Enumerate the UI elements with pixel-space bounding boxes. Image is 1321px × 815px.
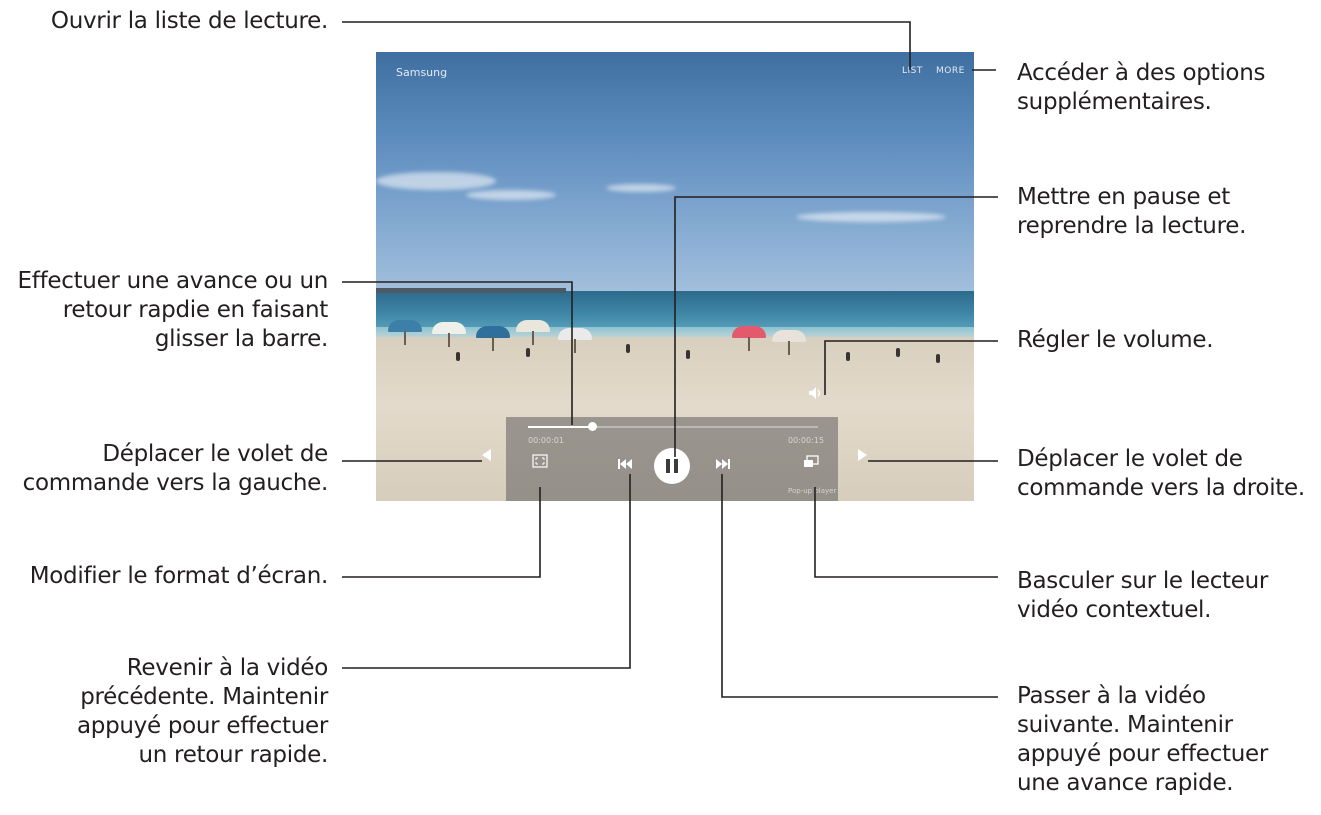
cloud <box>796 212 946 222</box>
callout-pause-resume: Mettre en pause et reprendre la lecture. <box>1017 184 1247 239</box>
umbrella <box>516 320 550 345</box>
previous-icon[interactable] <box>618 459 632 469</box>
screen-ratio-icon[interactable] <box>532 454 548 468</box>
callout-seek: Effectuer une avance ou un retour rapdie… <box>17 268 329 352</box>
elapsed-time: 00:00:01 <box>528 436 564 445</box>
more-button[interactable]: MORE <box>936 66 965 76</box>
cloud <box>466 190 556 200</box>
callout-next: Passer à la vidéo suivante. Maintenir ap… <box>1017 683 1269 796</box>
beachgoer <box>526 348 530 357</box>
leader-next <box>721 474 998 698</box>
progress-bar[interactable] <box>528 422 818 431</box>
cloud <box>376 172 496 190</box>
popup-player-icon[interactable] <box>803 455 819 468</box>
callout-ratio: Modifier le format d’écran. <box>29 563 329 589</box>
umbrella <box>732 326 766 351</box>
popup-player-label: Pop-up player <box>788 487 837 495</box>
panel-left-arrow-icon[interactable] <box>482 449 491 461</box>
volume-icon[interactable] <box>808 386 824 400</box>
callout-panel-right: Déplacer le volet de commande vers la dr… <box>1017 446 1305 501</box>
next-icon[interactable] <box>716 459 730 469</box>
callout-previous: Revenir à la vidéo précédente. Maintenir… <box>76 655 328 768</box>
panel-right-arrow-icon[interactable] <box>858 449 867 461</box>
cloud <box>606 184 676 192</box>
callout-popup: Basculer sur le lecteur vidéo contextuel… <box>1017 568 1269 623</box>
beachgoer <box>896 348 900 357</box>
umbrella <box>476 326 510 351</box>
callout-volume: Régler le volume. <box>1017 327 1214 353</box>
video-screen[interactable]: Samsung LIST MORE 00:00:01 00:00:15 <box>376 52 974 501</box>
beachgoer <box>626 344 630 353</box>
umbrella <box>388 320 422 345</box>
beachgoer <box>846 352 850 361</box>
umbrella <box>558 328 592 353</box>
video-title: Samsung <box>396 66 448 79</box>
pause-button[interactable] <box>654 448 690 484</box>
beachgoer <box>456 352 460 361</box>
progress-handle[interactable] <box>587 422 597 431</box>
progress-fill <box>528 426 592 428</box>
control-panel: 00:00:01 00:00:15 Pop-up player <box>506 417 838 501</box>
remaining-time: 00:00:15 <box>788 436 824 445</box>
jetty <box>376 288 566 293</box>
umbrella <box>772 330 806 355</box>
beachgoer <box>686 350 690 359</box>
leader-previous <box>342 474 631 669</box>
callout-more-options: Accéder à des options supplémentaires. <box>1017 60 1266 115</box>
callout-panel-left: Déplacer le volet de commande vers la ga… <box>22 441 329 496</box>
list-button[interactable]: LIST <box>902 66 923 76</box>
callout-playlist: Ouvrir la liste de lecture. <box>50 8 328 34</box>
beachgoer <box>936 354 940 363</box>
umbrella <box>432 322 466 347</box>
